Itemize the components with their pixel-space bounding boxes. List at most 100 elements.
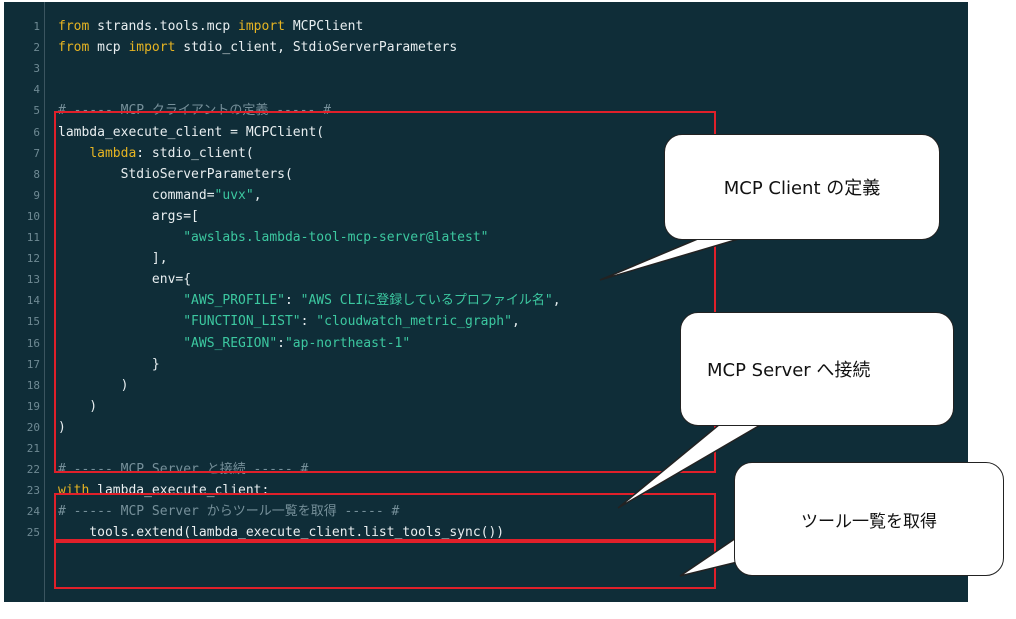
callout-tool-list-text: ツール一覧を取得: [801, 511, 937, 532]
line-number: 18: [26, 378, 40, 392]
line-number: 2: [33, 41, 40, 55]
line-number: 11: [26, 231, 40, 244]
line-number: 19: [26, 399, 40, 413]
code-text: from strands.tools.mcp import MCPClient: [58, 16, 363, 38]
code-line: 18 ): [4, 375, 964, 397]
code-token: "awslabs.lambda-tool-mcp-server@latest": [183, 230, 489, 245]
code-token: ,: [253, 187, 262, 203]
code-token: env={: [58, 272, 192, 288]
code-line: 7 lambda: stdio_client(: [4, 143, 964, 165]
line-number: 12: [26, 252, 40, 266]
code-line: 13 env={: [4, 269, 964, 291]
line-number: 13: [26, 273, 40, 287]
code-token: :: [300, 314, 317, 330]
code-line: 1 from strands.tools.mcp import MCPClient: [4, 16, 964, 38]
code-token: ,: [552, 293, 561, 309]
code-line: 20): [4, 417, 964, 439]
line-number: 1: [33, 20, 40, 33]
line-number: 6: [33, 125, 40, 139]
code-line: 22 # ----- MCP Server と接続 ----- #: [4, 459, 964, 481]
code-token: StdioServerParameters(: [58, 166, 293, 182]
code-line: 2 from mcp import stdio_client, StdioServ…: [4, 37, 964, 59]
code-token: # ----- MCP Server と接続 ----- #: [58, 462, 309, 478]
code-line: 12 ],: [4, 248, 964, 270]
code-token: args=[: [58, 208, 199, 224]
line-number: 3: [33, 62, 40, 76]
code-token: "cloudwatch_metric_graph": [316, 314, 512, 330]
code-token: : stdio_client(: [136, 145, 254, 161]
code-line: 14 "AWS_PROFILE": "AWS CLIに登録しているプロファイル名…: [4, 290, 964, 312]
line-number: 9: [33, 188, 40, 202]
code-token: :: [284, 293, 301, 309]
code-token: import: [128, 40, 176, 56]
code-text: args=[: [58, 206, 199, 228]
line-number: 4: [33, 83, 40, 97]
code-line: 19 ): [4, 396, 964, 418]
code-text: from mcp import stdio_client, StdioServe…: [58, 37, 457, 59]
server-connection-highlight: [54, 493, 716, 541]
code-token: ,: [511, 314, 520, 330]
code-line: 16 "AWS_REGION":"ap-northeast-1": [4, 333, 964, 355]
code-line: 8 StdioServerParameters(: [4, 164, 964, 186]
callout-client-definition: MCP Client の定義: [664, 134, 940, 240]
code-token: strands.tools.mcp: [89, 19, 239, 34]
line-number: 23: [26, 484, 40, 498]
line-number: 15: [26, 315, 40, 329]
line-number: 17: [26, 357, 40, 371]
code-text: env={: [58, 269, 191, 291]
code-token: ): [58, 419, 66, 435]
code-line: 15 "FUNCTION_LIST": "cloudwatch_metric_g…: [4, 311, 964, 333]
code-token: ): [58, 377, 129, 393]
line-number: 22: [26, 463, 40, 477]
code-text: command="uvx",: [58, 185, 262, 207]
code-token: "AWS CLIに登録しているプロファイル名": [300, 293, 553, 309]
code-line: 5# ----- MCP クライアントの定義 ----- #: [4, 100, 964, 122]
line-number: 24: [26, 505, 40, 519]
code-line: 11 "awslabs.lambda-tool-mcp-server@lates…: [4, 227, 964, 249]
code-text: "AWS_PROFILE": "AWS CLIに登録しているプロファイル名",: [58, 290, 561, 312]
code-text: StdioServerParameters(: [58, 164, 293, 186]
code-line: 17 }: [4, 354, 964, 376]
code-token: tools.extend(lambda_execute_client.list_…: [58, 525, 505, 541]
line-number: 20: [26, 420, 40, 434]
line-number: 10: [26, 209, 40, 223]
code-token: "AWS_PROFILE": [183, 293, 285, 309]
code-token: command=: [58, 187, 215, 203]
code-text: "FUNCTION_LIST": "cloudwatch_metric_grap…: [58, 311, 520, 333]
code-text: "AWS_REGION":"ap-northeast-1": [58, 333, 410, 355]
line-number: 5: [33, 104, 40, 118]
code-text: ): [58, 375, 129, 397]
code-token: }: [58, 356, 160, 372]
code-line: 9 command="uvx",: [4, 185, 964, 207]
code-text: "awslabs.lambda-tool-mcp-server@latest": [58, 227, 488, 249]
callout-client-definition-text: MCP Client の定義: [723, 178, 881, 199]
code-line: 3: [4, 58, 964, 80]
code-token: "AWS_REGION": [183, 335, 278, 351]
code-token: MCPClient: [285, 19, 364, 34]
code-text: ): [58, 417, 66, 439]
code-token: ): [58, 398, 98, 414]
line-number: 16: [26, 336, 40, 350]
code-token: mcp: [89, 40, 129, 56]
code-token: :: [277, 335, 285, 351]
code-text: # ----- MCP Server からツール一覧を取得 ----- #: [58, 501, 399, 523]
client-definition-highlight: [54, 111, 716, 473]
code-line: 21: [4, 438, 964, 460]
callout-server-connection-text: MCP Server へ接続: [707, 360, 871, 381]
code-line: 4: [4, 79, 964, 101]
code-text: lambda: stdio_client(: [58, 143, 254, 165]
code-token: import: [238, 19, 285, 34]
code-text: # ----- MCP Server と接続 ----- #: [58, 459, 308, 481]
callout-server-connection: MCP Server へ接続: [680, 312, 954, 426]
line-number: 25: [26, 526, 40, 540]
code-token: # ----- MCP Server からツール一覧を取得 ----- #: [58, 504, 400, 520]
callout-tool-list: ツール一覧を取得: [734, 462, 1004, 576]
line-number: 14: [26, 294, 40, 308]
line-number: 8: [33, 167, 40, 181]
code-token: stdio_client, StdioServerParameters: [175, 40, 458, 56]
gutter-divider: [44, 2, 45, 602]
code-token: ],: [58, 251, 168, 267]
line-number: 7: [33, 146, 40, 160]
code-text: ): [58, 396, 97, 418]
code-token: "ap-northeast-1": [284, 335, 411, 351]
